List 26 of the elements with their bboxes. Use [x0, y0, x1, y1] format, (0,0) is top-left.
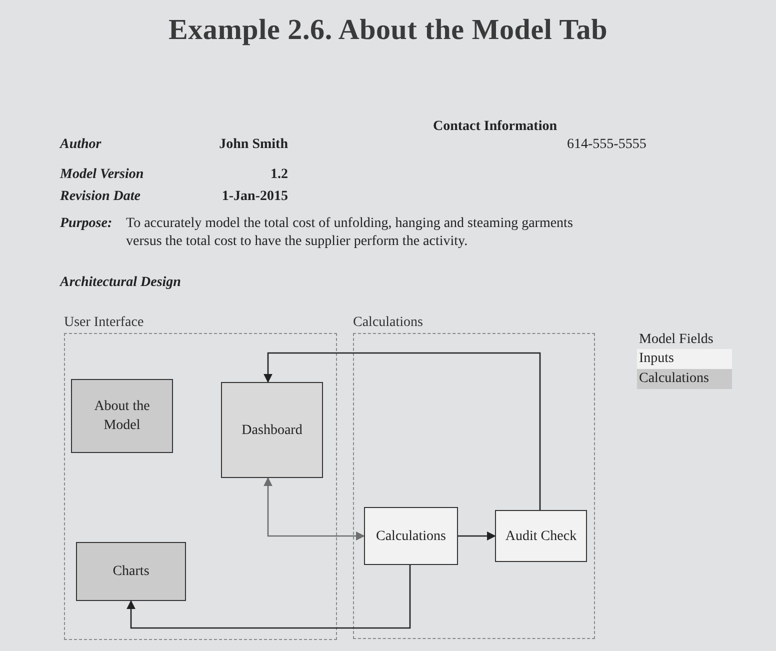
text-label: Purpose:: [60, 215, 112, 233]
arrow: [458, 532, 496, 540]
process-box: Dashboard: [221, 382, 323, 478]
legend-item: Inputs: [637, 349, 732, 369]
text-label: Contact Information: [432, 118, 558, 136]
legend-item: Calculations: [637, 369, 732, 389]
process-box: Audit Check: [495, 510, 587, 562]
text-label: To accurately model the total cost of unfolding, hanging and steaming garments versus the total cost to have the supplier perform the activity.: [126, 215, 574, 251]
text-label: Architectural Design: [60, 274, 181, 292]
text-label: 1.2: [270, 166, 288, 184]
process-box: Calculations: [364, 507, 458, 565]
arrow: [126, 565, 411, 629]
text-label: Model Version: [60, 166, 144, 184]
text-label: Model Fields: [639, 331, 714, 349]
arrow: [264, 352, 541, 510]
group-heading: Calculations: [353, 314, 423, 332]
group-heading: User Interface: [64, 314, 144, 332]
process-box: Charts: [76, 542, 186, 601]
title: Example 2.6. About the Model Tab: [167, 14, 609, 47]
text-label: Revision Date: [60, 188, 140, 206]
text-label: 614-555-5555: [567, 136, 646, 154]
process-box: About the Model: [71, 379, 173, 453]
text-label: 1-Jan-2015: [220, 188, 288, 206]
text-label: John Smith: [218, 136, 288, 154]
arrow: [264, 477, 365, 540]
text-label: Author: [60, 136, 102, 154]
